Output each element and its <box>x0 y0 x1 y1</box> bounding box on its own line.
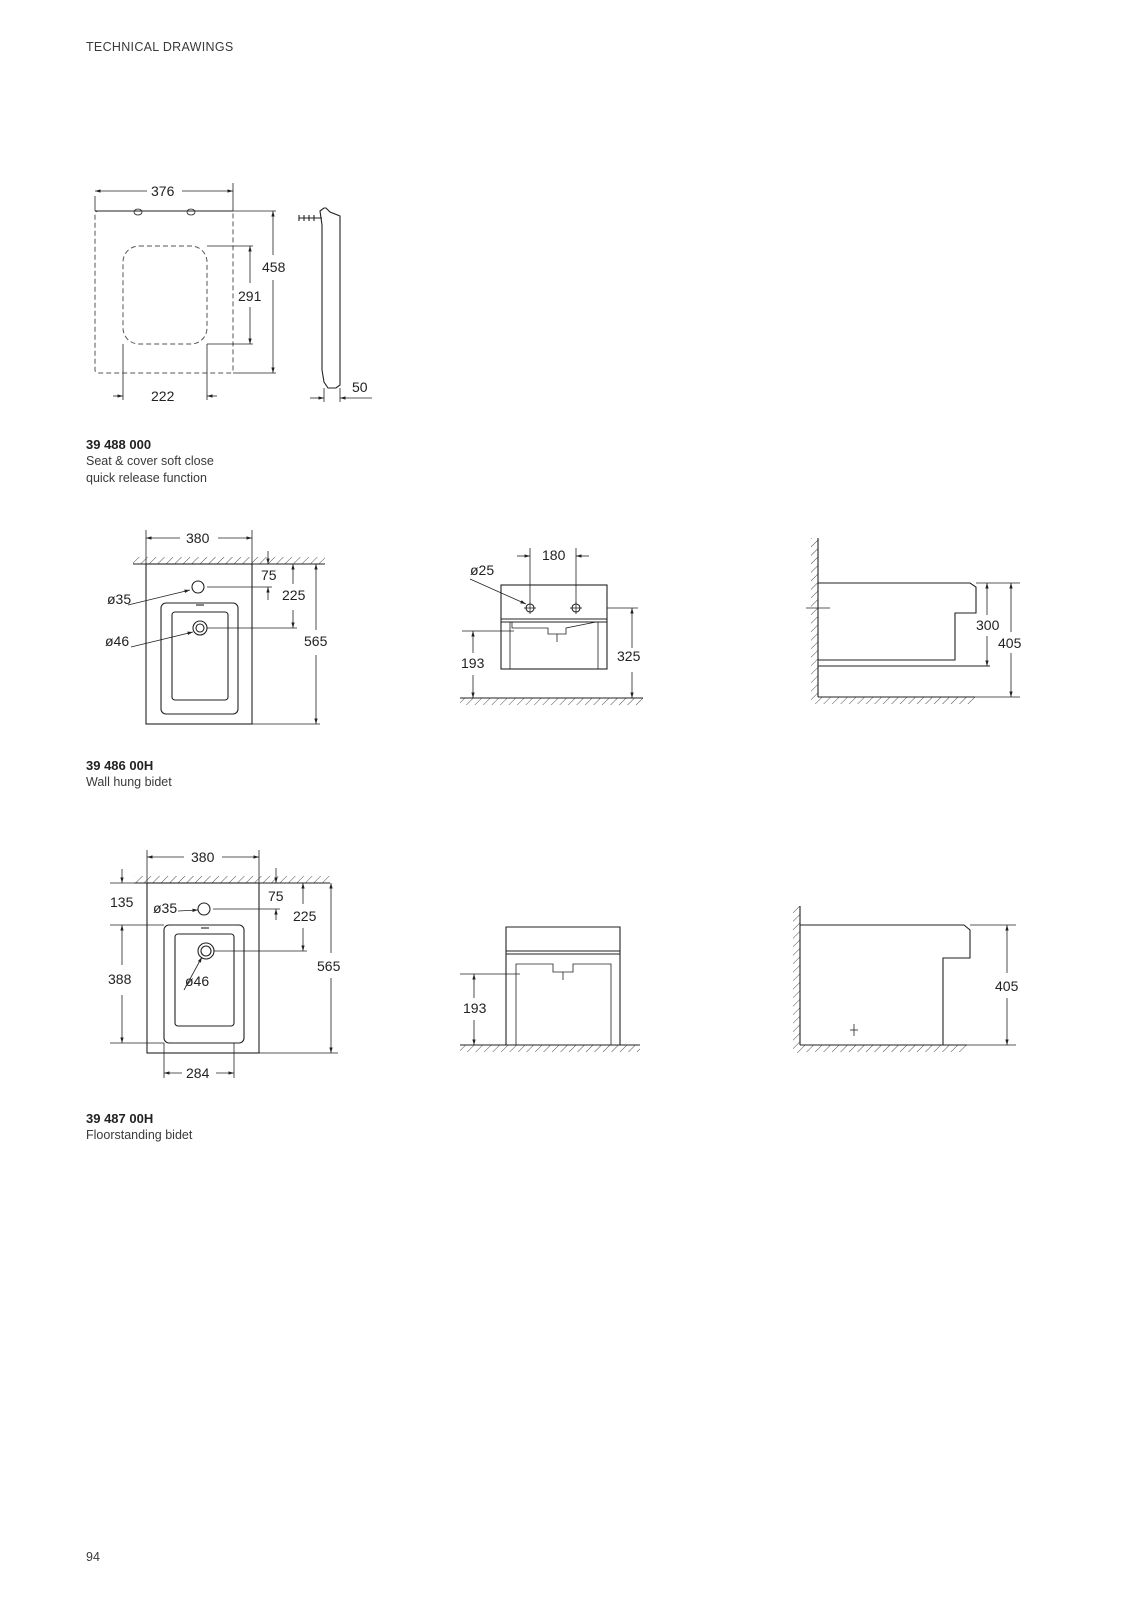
seat-cover-top-view: 376 458 291 222 <box>94 183 286 404</box>
dim-height: 458 <box>262 259 286 275</box>
wh-dim-tap-diameter: ø35 <box>107 591 131 607</box>
product-description: quick release function <box>86 471 207 485</box>
wh-dim-side-height-1: 300 <box>976 617 1000 633</box>
wh-dim-drain-offset: 225 <box>282 587 306 603</box>
product-code: 39 487 00H <box>86 1111 154 1126</box>
fs-dim-width: 380 <box>191 849 215 865</box>
dim-width: 376 <box>151 183 175 199</box>
product-code: 39 486 00H <box>86 758 154 773</box>
page-number: 94 <box>86 1550 100 1564</box>
product-code: 39 488 000 <box>86 437 152 452</box>
wall-hung-bidet-front-view: 180 ø25 193 325 <box>460 547 643 705</box>
wall-hung-bidet-side-view: 300 405 <box>806 538 1022 704</box>
fs-dim-bowl-length: 388 <box>108 971 132 987</box>
fs-dim-drain-offset: 225 <box>293 908 317 924</box>
seat-cover-side-view: 50 <box>298 207 372 402</box>
fs-dim-tap-diameter: ø35 <box>153 900 177 916</box>
product-description: Floorstanding bidet <box>86 1128 193 1142</box>
floorstanding-bidet-top-view: 380 135 388 75 225 565 284 ø35 ø46 <box>108 849 341 1081</box>
wh-dim-width: 380 <box>186 530 210 546</box>
wh-dim-tap-offset: 75 <box>261 567 277 583</box>
wh-dim-side-height-2: 405 <box>998 635 1022 651</box>
fs-dim-height: 405 <box>995 978 1019 994</box>
wh-dim-fixing-spacing: 180 <box>542 547 566 563</box>
wh-dim-fixing-height: 325 <box>617 648 641 664</box>
dim-inner-height: 291 <box>238 288 262 304</box>
dim-depth: 50 <box>352 379 368 395</box>
floorstanding-bidet-side-view: 405 <box>793 906 1019 1053</box>
wh-dim-length: 565 <box>304 633 328 649</box>
wh-dim-drain-diameter: ø46 <box>105 633 129 649</box>
product-description: Seat & cover soft close <box>86 454 214 468</box>
fs-dim-drain-diameter: ø46 <box>185 973 209 989</box>
floorstanding-bidet-front-view: 193 <box>460 926 640 1052</box>
wh-dim-fixing-diameter: ø25 <box>470 562 494 578</box>
fs-dim-base-width: 284 <box>186 1065 210 1081</box>
fs-dim-tap-offset: 75 <box>268 888 284 904</box>
fs-dim-length: 565 <box>317 958 341 974</box>
wall-hung-bidet-top-view: 380 75 225 565 ø35 ø46 <box>105 530 328 725</box>
caption-floorstanding-bidet: 39 487 00H Floorstanding bidet <box>86 1110 192 1144</box>
caption-seat-cover: 39 488 000 Seat & cover soft close quick… <box>86 436 214 487</box>
page-header: TECHNICAL DRAWINGS <box>86 40 234 54</box>
fs-dim-waste-height: 193 <box>463 1000 487 1016</box>
caption-wall-hung-bidet: 39 486 00H Wall hung bidet <box>86 757 172 791</box>
dim-inner-width: 222 <box>151 388 175 404</box>
product-description: Wall hung bidet <box>86 775 172 789</box>
wh-dim-waste-height: 193 <box>461 655 485 671</box>
fs-dim-back-offset: 135 <box>110 894 134 910</box>
